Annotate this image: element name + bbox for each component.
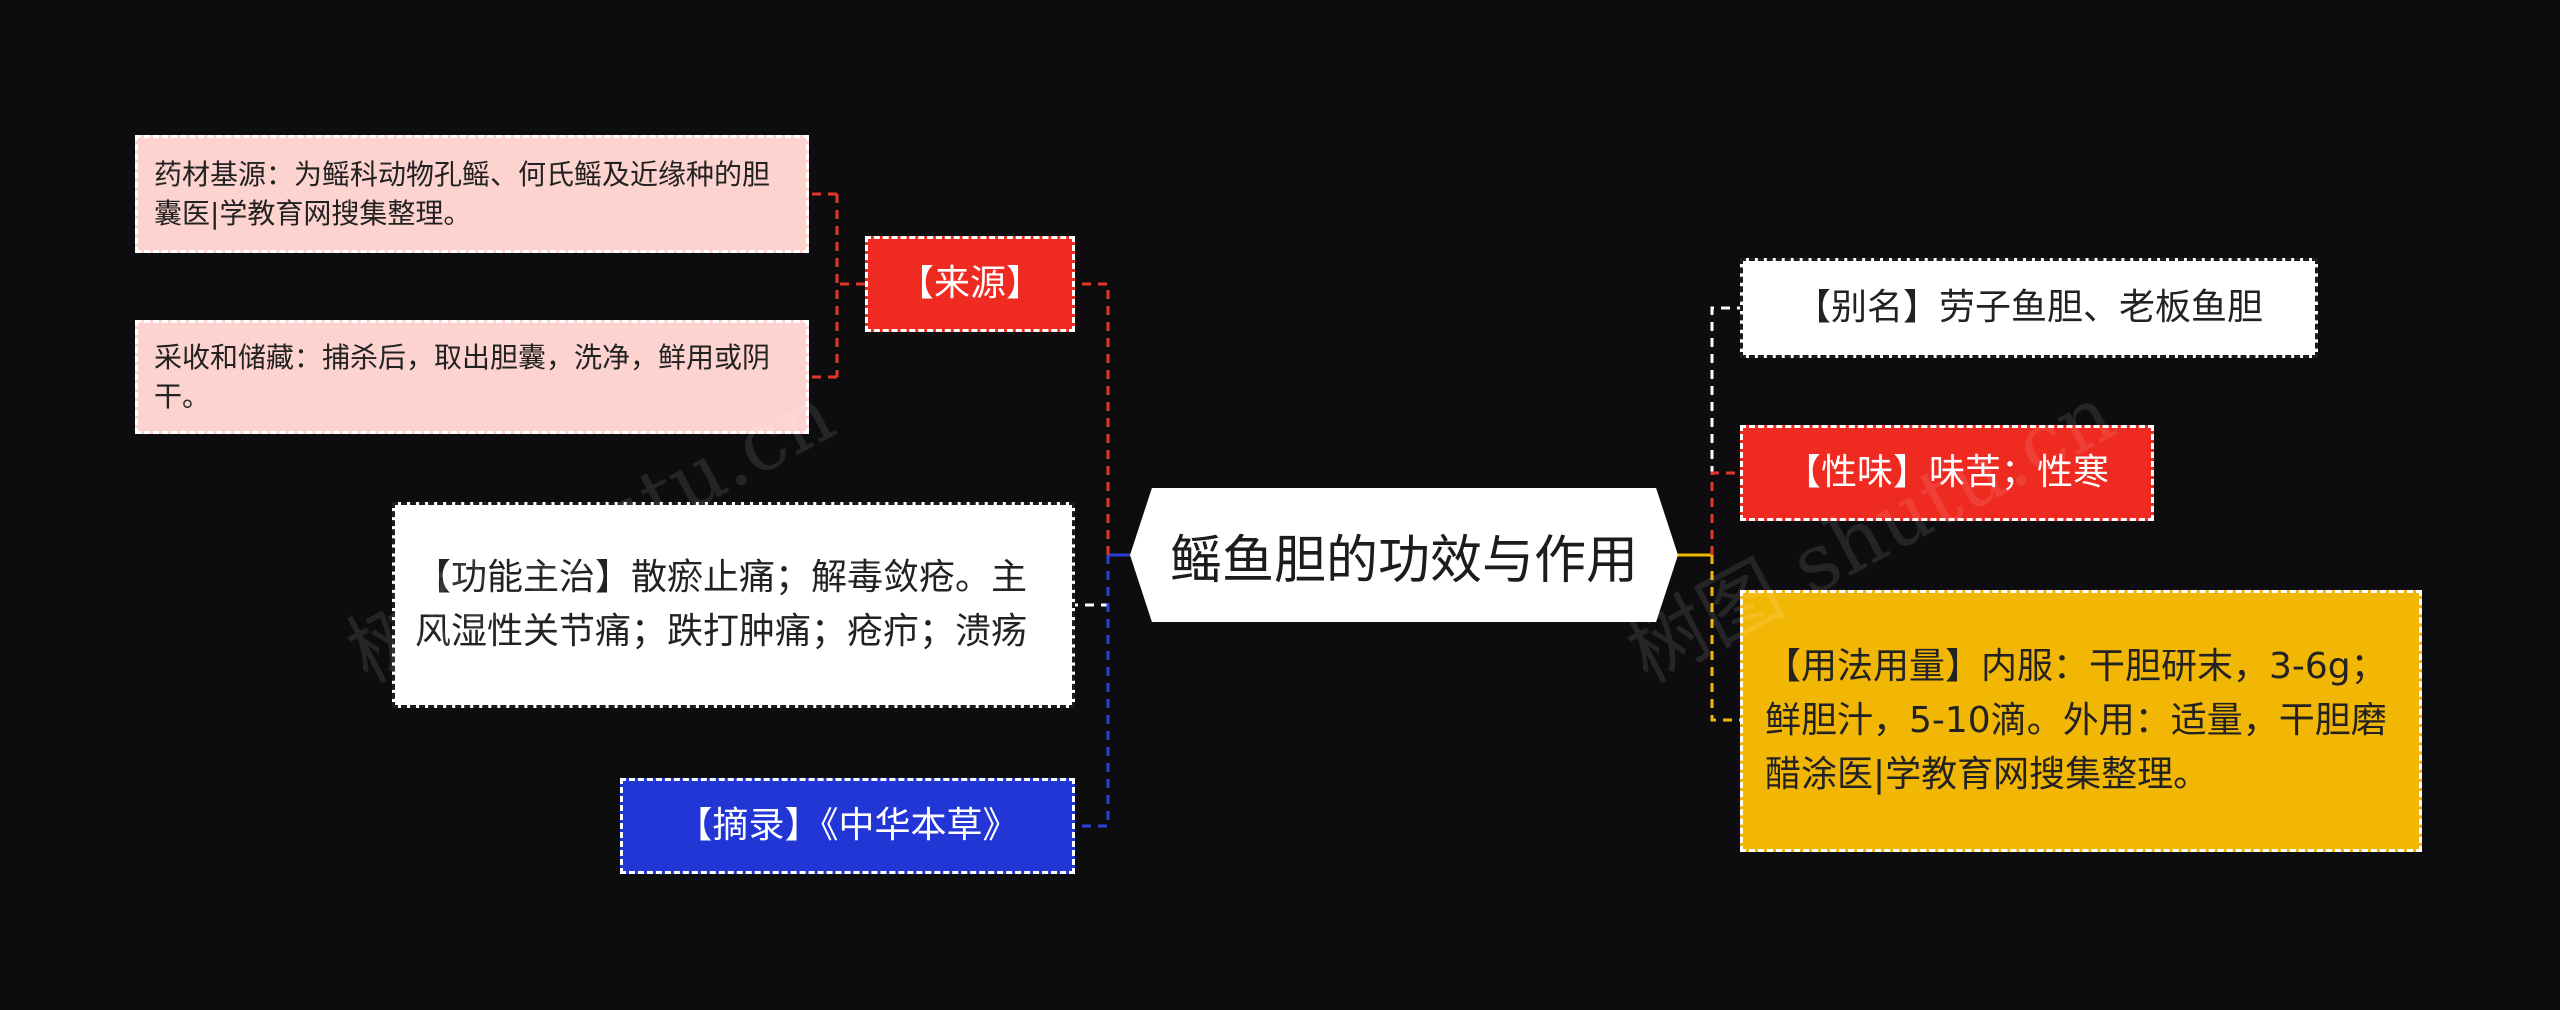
- connector-usage: [1710, 555, 1740, 722]
- connector-function: [1075, 555, 1110, 607]
- central-topic-label: 鳐鱼胆的功效与作用: [1169, 530, 1638, 591]
- taste-text: 【性味】味苦；性寒: [1784, 451, 2109, 493]
- source-label: 【来源】: [897, 262, 1042, 304]
- connector-source: [1075, 282, 1110, 555]
- source-origin-node[interactable]: 药材基源：为鳐科动物孔鳐、何氏鳐及近缘种的胆囊医|学教育网搜集整理。: [135, 135, 809, 253]
- connector-taste: [1710, 471, 1740, 555]
- connector-alias: [1710, 306, 1740, 555]
- source-origin-text: 药材基源：为鳐科动物孔鳐、何氏鳐及近缘种的胆囊医|学教育网搜集整理。: [154, 157, 771, 230]
- function-text: 【功能主治】散瘀止痛；解毒敛疮。主风湿性关节痛；跌打肿痛；疮疖；溃疡: [415, 557, 1028, 652]
- abstract-text: 【摘录】《中华本草》: [676, 804, 1019, 846]
- taste-node[interactable]: 【性味】味苦；性寒: [1740, 425, 2154, 521]
- central-topic[interactable]: 鳐鱼胆的功效与作用: [1130, 488, 1678, 622]
- connector-abstract: [1075, 555, 1110, 828]
- source-node[interactable]: 【来源】: [865, 236, 1075, 332]
- function-node[interactable]: 【功能主治】散瘀止痛；解毒敛疮。主风湿性关节痛；跌打肿痛；疮疖；溃疡: [392, 502, 1075, 708]
- alias-node[interactable]: 【别名】劳子鱼胆、老板鱼胆: [1740, 258, 2318, 358]
- usage-text: 【用法用量】内服：干胆研末，3-6g；鲜胆汁，5-10滴。外用：适量，干胆磨醋涂…: [1765, 646, 2387, 795]
- usage-node[interactable]: 【用法用量】内服：干胆研末，3-6g；鲜胆汁，5-10滴。外用：适量，干胆磨醋涂…: [1740, 590, 2422, 852]
- abstract-node[interactable]: 【摘录】《中华本草》: [620, 778, 1075, 874]
- alias-text: 【别名】劳子鱼胆、老板鱼胆: [1794, 286, 2263, 328]
- source-harvest-text: 采收和储藏：捕杀后，取出胆囊，洗净，鲜用或阴干。: [154, 340, 771, 413]
- connector-source-children: [809, 192, 865, 379]
- source-harvest-node[interactable]: 采收和储藏：捕杀后，取出胆囊，洗净，鲜用或阴干。: [135, 320, 809, 434]
